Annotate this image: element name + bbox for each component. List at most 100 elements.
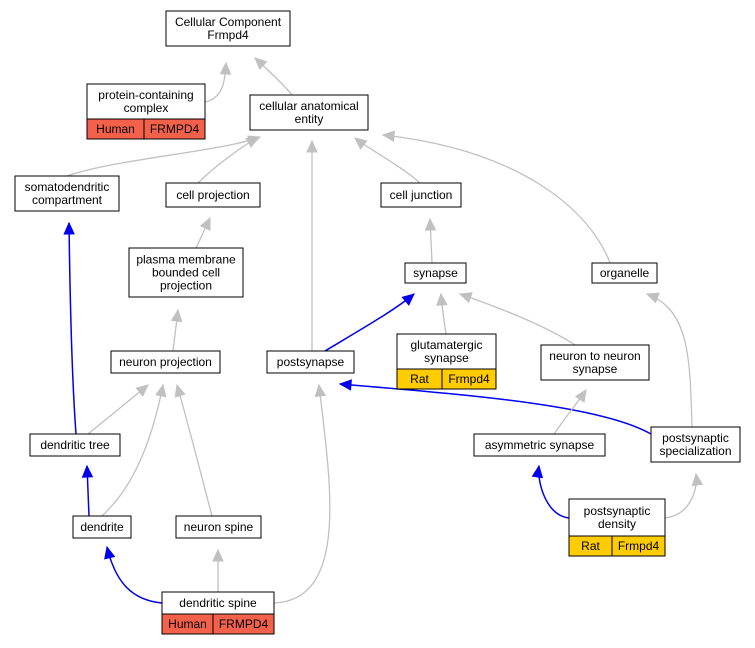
gene-label: FRMPD4 [219,617,269,631]
edge-protein-complex-to-cc-root [204,61,232,103]
node-label: complex [124,101,169,115]
gene-cell [611,535,666,557]
node-asymmetric-synapse[interactable]: asymmetric synapse [473,433,606,457]
node-box [650,426,741,463]
edge-arrowhead [199,216,211,231]
node-box [128,247,244,298]
edge-cellular-anatomical-entity-to-cc-root [254,57,293,96]
node-neuron-projection[interactable]: neuron projection [110,350,221,374]
node-box [473,433,606,457]
node-neuron-spine[interactable]: neuron spine [175,515,262,539]
node-dendritic-tree[interactable]: dendritic tree [29,433,121,457]
edge-arrowhead [254,57,268,71]
node-label: cellular anatomical [259,99,358,113]
edge-cell-projection-to-cellular-anatomical-entity [197,136,260,184]
edge-arrowhead [306,139,318,153]
edge-line [176,384,213,517]
node-label: specialization [659,444,731,458]
edge-arrowhead [174,383,186,398]
node-cell-projection[interactable]: cell projection [165,182,261,208]
node-box [404,262,467,284]
node-label: somatodendritic [25,180,110,194]
node-box [175,515,262,539]
node-box [110,350,221,374]
edge-postsynaptic-density-to-asymmetric-synapse [531,464,570,519]
edge-line [101,384,164,517]
edge-arrowhead [314,383,327,398]
node-box [249,94,369,131]
node-postsynapse[interactable]: postsynapse [266,350,355,374]
edge-cell-junction-to-cellular-anatomical-entity [354,137,421,184]
node-synapse[interactable]: synapse [404,262,467,284]
node-box [29,433,121,457]
gene-cell [441,368,497,390]
node-box [591,262,658,284]
edge-line [68,222,77,435]
node-label: dendritic tree [40,438,110,452]
edge-line [459,293,576,346]
edge-neuron-spine-to-neuron-projection [174,383,213,517]
node-label: synapse [573,362,618,376]
edge-arrowhead [338,379,352,391]
edge-neuron-projection-to-plasma-membrane-bounded [170,308,183,352]
edge-dendritic-tree-to-neuron-projection [87,384,149,435]
edge-postsynaptic-specialization-to-organelle [645,292,693,428]
edge-postsynapse-to-cellular-anatomical-entity [306,139,318,351]
edge-arrowhead [155,383,167,398]
edge-arrowhead [212,548,224,562]
edge-dendritic-tree-to-somatodendritic-compartment [63,221,77,435]
edge-line [646,293,693,428]
edge-line [339,383,652,435]
edge-organelle-to-cellular-anatomical-entity [381,130,611,264]
node-label: postsynaptic [584,504,651,518]
node-organelle[interactable]: organelle [591,262,658,284]
edge-line [106,546,163,604]
edge-arrowhead [458,292,473,304]
node-label: synapse [413,266,458,280]
node-box [14,175,120,212]
node-box [396,333,497,370]
edge-arrowhead [354,137,368,150]
edge-dendrite-to-dendritic-tree [81,464,94,517]
node-dendrite[interactable]: dendrite [72,515,132,539]
node-cell-junction[interactable]: cell junction [380,182,462,208]
gene-label: Frmpd4 [448,372,490,386]
gene-cell [143,118,206,140]
node-label: neuron to neuron [549,349,640,363]
node-box [165,10,291,47]
edge-arrowhead [691,472,704,487]
node-label: dendritic spine [179,596,257,610]
edge-neuron-to-neuron-synapse-to-synapse [458,292,576,346]
node-label: entity [295,112,324,126]
edge-arrowhead [531,464,544,479]
edge-asymmetric-synapse-to-neuron-to-neuron-synapse [553,388,587,435]
edge-synapse-to-cell-junction [424,217,437,264]
edge-arrowhead [219,61,232,75]
node-label: protein-containing [98,88,193,102]
edge-line [664,473,697,519]
edges-layer [63,57,704,604]
edge-postsynaptic-specialization-to-postsynapse [338,379,652,435]
node-box [380,182,462,208]
edge-arrowhead [401,293,415,306]
node-label: postsynapse [277,355,345,369]
edge-postsynaptic-density-to-postsynaptic-specialization [664,472,704,519]
edge-dendritic-spine-to-postsynapse [273,383,331,604]
gene-label: FRMPD4 [150,122,200,136]
node-box [72,515,132,539]
edge-arrowhead [424,217,437,231]
node-label: cell projection [176,188,249,202]
